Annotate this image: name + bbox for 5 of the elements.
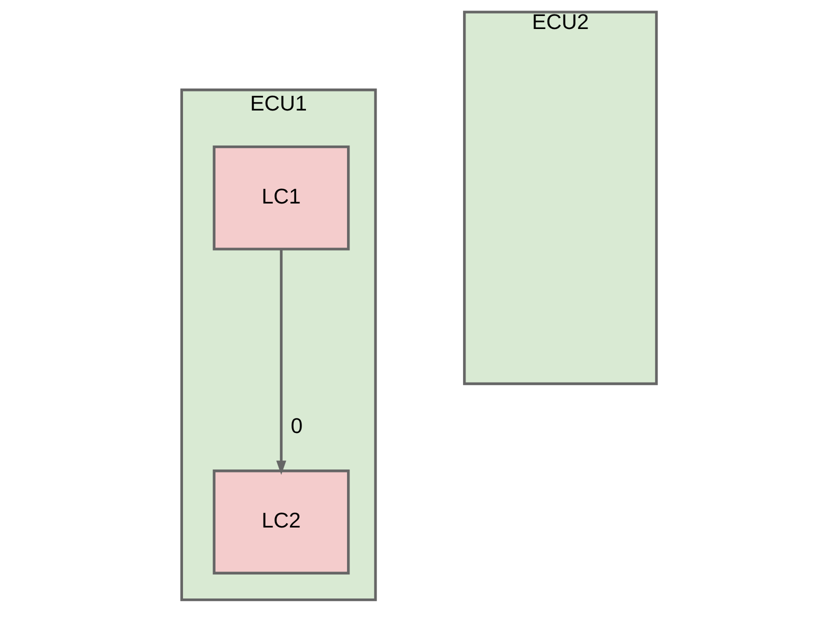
node-box: LC2 [212, 470, 350, 574]
edge-label: 0 [290, 414, 303, 438]
arrow [276, 249, 286, 475]
node-box: ECU2 [463, 10, 658, 386]
node-box: LC1 [212, 145, 350, 250]
